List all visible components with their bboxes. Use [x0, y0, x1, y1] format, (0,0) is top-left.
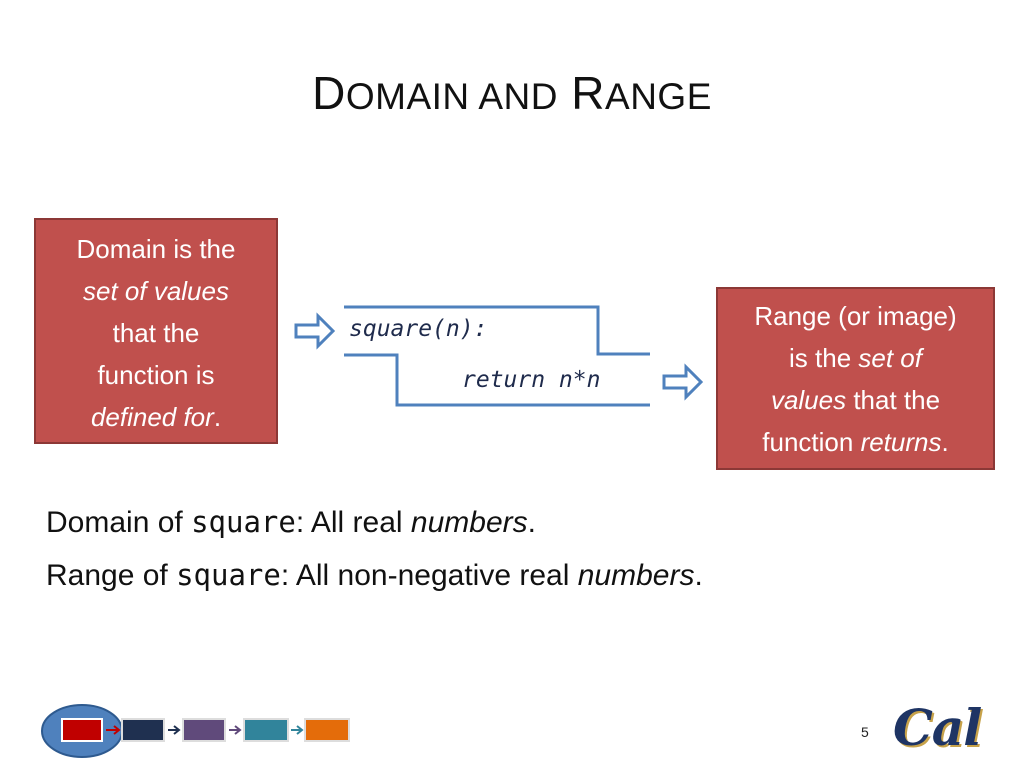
range-line-4-em: returns	[860, 427, 942, 457]
progress-connector-4	[291, 725, 304, 735]
range-line-4: function returns.	[718, 421, 993, 463]
domain-line-1: Domain is the	[76, 234, 236, 264]
range-statement-em: numbers	[577, 559, 695, 592]
progress-step-1	[61, 718, 103, 742]
domain-definition-box: Domain is the set of values that the fun…	[34, 218, 278, 444]
domain-statement-mid: : All real	[295, 506, 411, 539]
code-function-body: return n*n	[462, 367, 601, 393]
output-arrow-icon	[662, 363, 704, 401]
domain-line-2: set of values	[36, 270, 276, 312]
progress-step-3	[182, 718, 226, 742]
slide-title: Domain and Range	[0, 66, 1024, 120]
domain-statement: Domain of square: All real numbers.	[46, 505, 536, 540]
domain-statement-code: square	[191, 505, 296, 539]
progress-connector-2	[168, 725, 181, 735]
title-word-ange: ange	[605, 76, 712, 117]
range-line-2: is the set of	[718, 337, 993, 379]
range-statement-pre: Range of	[46, 559, 177, 592]
range-statement-tail: .	[694, 559, 703, 592]
progress-step-4	[243, 718, 289, 742]
title-initial-d: D	[312, 67, 346, 119]
domain-line-5-em: defined for	[90, 402, 214, 432]
domain-line-5: defined for.	[36, 396, 276, 438]
range-line-3-tail: that the	[846, 385, 941, 415]
domain-statement-em: numbers	[410, 506, 528, 539]
range-statement-code: square	[176, 558, 281, 592]
range-line-2-em: set of	[858, 343, 922, 373]
range-line-1: Range (or image)	[754, 301, 957, 331]
domain-statement-pre: Domain of	[46, 506, 192, 539]
range-statement-mid: : All non-negative real	[280, 559, 578, 592]
range-line-4-pre: function	[762, 427, 861, 457]
progress-connector-1	[106, 725, 121, 735]
range-line-4-tail: .	[941, 427, 949, 457]
domain-statement-tail: .	[527, 506, 536, 539]
progress-current-highlight	[41, 704, 123, 758]
domain-line-4: function is	[97, 360, 215, 390]
cal-logo: Cal	[893, 698, 982, 757]
title-word-domain-and: omain and	[345, 76, 558, 117]
range-line-2-pre: is the	[789, 343, 859, 373]
title-initial-r: R	[571, 67, 606, 119]
range-definition-box: Range (or image) is the set of values th…	[716, 287, 995, 470]
domain-line-5-tail: .	[213, 402, 222, 432]
code-function-signature: square(n):	[349, 316, 488, 342]
range-statement: Range of square: All non-negative real n…	[46, 558, 703, 593]
progress-step-5	[304, 718, 350, 742]
page-number: 5	[861, 724, 869, 740]
range-line-3-em: values	[770, 385, 847, 415]
progress-step-2	[121, 718, 165, 742]
domain-line-3: that the	[112, 318, 200, 348]
domain-line-2-em: set of values	[83, 276, 229, 306]
range-line-3: values that the	[718, 379, 993, 421]
progress-connector-3	[229, 725, 242, 735]
input-arrow-icon	[294, 312, 336, 350]
